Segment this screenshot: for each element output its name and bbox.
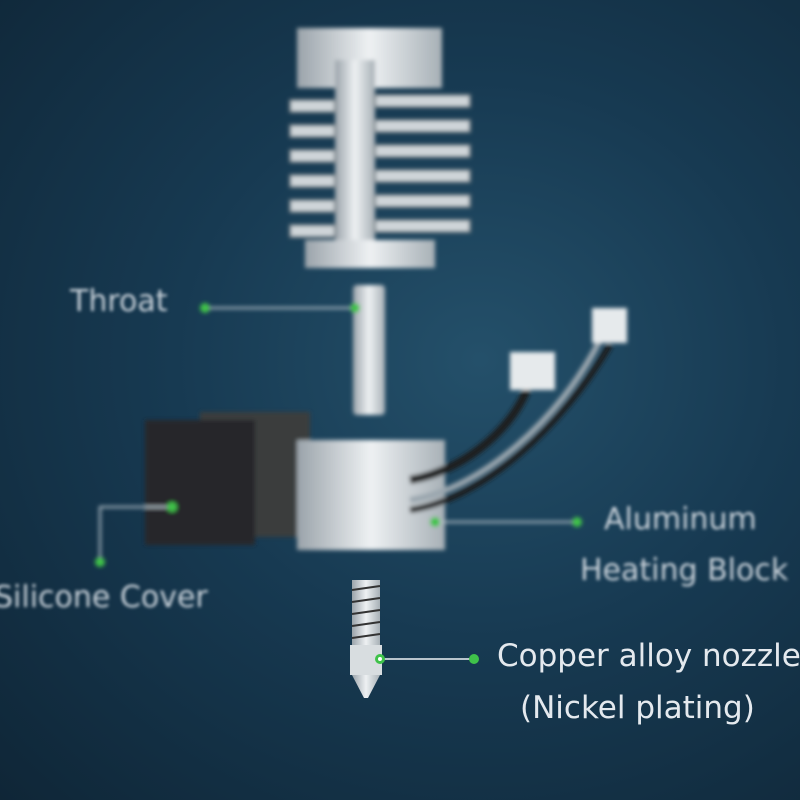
throat-label: Throat (70, 284, 168, 319)
throat-tube (353, 285, 385, 415)
nozzle (350, 580, 382, 698)
heating-block-label-line1: Aluminum (604, 502, 757, 537)
nozzle-label-line1: Copper alloy nozzle (497, 638, 800, 674)
heating-block (297, 308, 627, 550)
silicone-cover (145, 412, 310, 545)
nozzle-label-line2: (Nickel plating) (520, 690, 755, 726)
silicone-cover-label: Silicone Cover (0, 580, 208, 615)
heating-block-label-line2: Heating Block (580, 553, 789, 588)
heatsink (289, 28, 471, 268)
